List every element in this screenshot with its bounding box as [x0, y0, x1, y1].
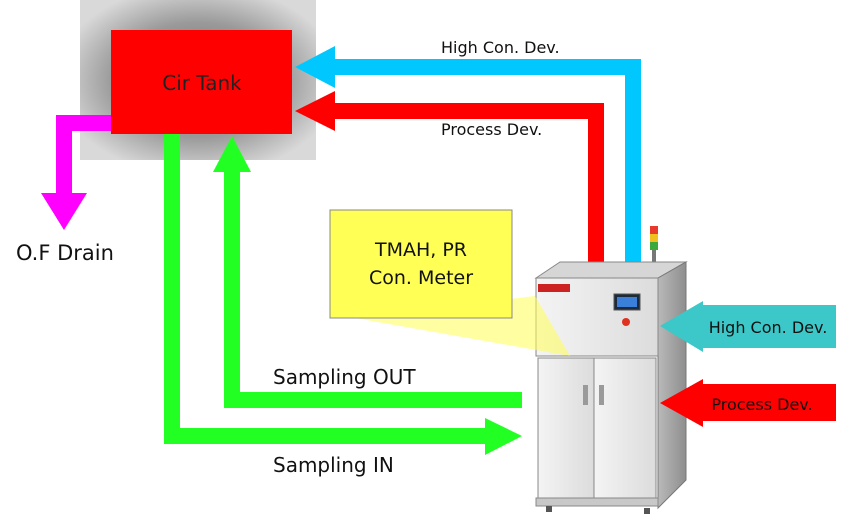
drain-arrow	[41, 115, 112, 230]
process-top-label: Process Dev.	[441, 120, 542, 139]
meter-callout: TMAH, PR Con. Meter	[329, 209, 570, 356]
sampling-in-label: Sampling IN	[273, 453, 394, 477]
process-input-label: Process Dev.	[711, 395, 812, 414]
meter-label-line1: TMAH, PR	[374, 239, 467, 261]
drain-label: O.F Drain	[16, 241, 114, 265]
process-return-arrow	[295, 91, 604, 272]
meter-label-line2: Con. Meter	[369, 267, 473, 289]
meter-box	[329, 209, 513, 319]
high-con-return-arrow	[295, 46, 641, 272]
cir-tank	[111, 30, 292, 134]
cir-tank-label: Cir Tank	[162, 71, 242, 95]
sampling-out-arrow	[213, 136, 522, 408]
sampling-in-arrow	[164, 134, 522, 455]
high-con-input-arrow: High Con. Dev.	[660, 301, 836, 352]
high-con-input-label: High Con. Dev.	[709, 318, 828, 337]
process-input-arrow: Process Dev.	[660, 379, 836, 427]
high-con-top-label: High Con. Dev.	[441, 38, 560, 57]
sampling-out-label: Sampling OUT	[273, 365, 416, 389]
equipment-cabinet	[534, 226, 688, 514]
